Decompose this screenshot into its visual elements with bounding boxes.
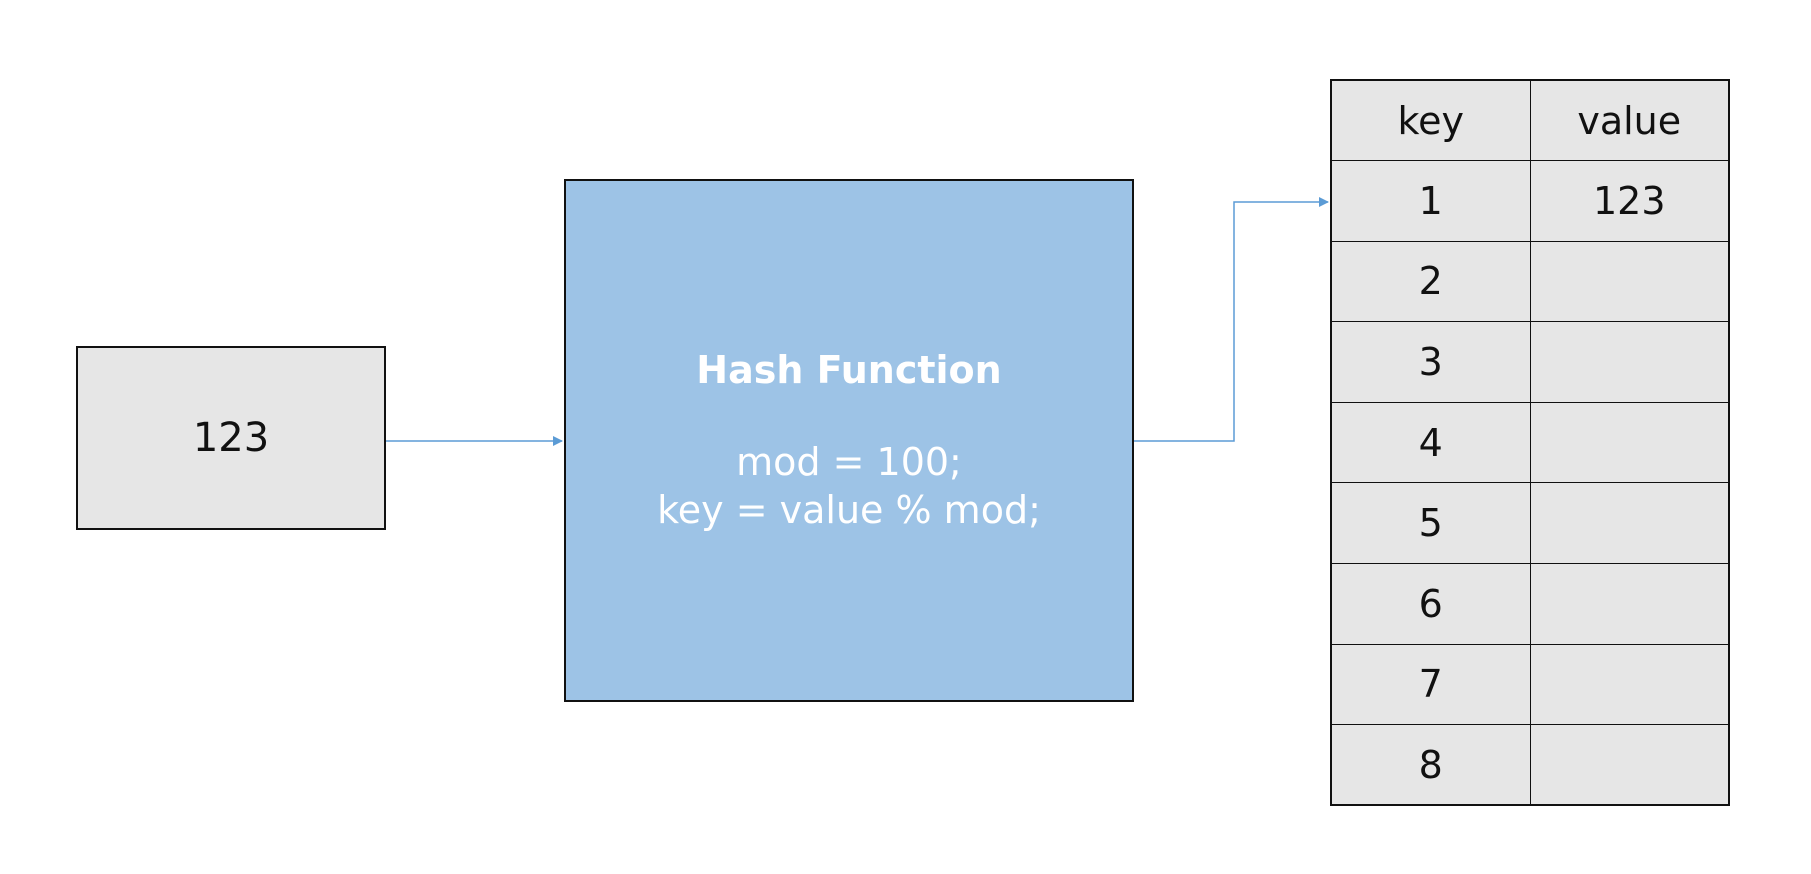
row-value (1529, 482, 1730, 565)
row-key: 3 (1330, 321, 1531, 403)
row-key: 2 (1330, 240, 1531, 323)
row-value (1529, 240, 1730, 323)
row-value: 123 (1529, 160, 1730, 242)
row-key: 4 (1330, 401, 1531, 484)
hash-code-line-mod: mod = 100; (736, 439, 962, 484)
table-row: 5 (1330, 482, 1730, 565)
row-key: 7 (1330, 643, 1531, 726)
row-key: 1 (1330, 160, 1531, 242)
input-value: 123 (192, 415, 270, 461)
row-value (1529, 724, 1730, 806)
input-value-box: 123 (76, 346, 386, 530)
row-key: 5 (1330, 482, 1531, 565)
row-value (1529, 321, 1730, 403)
row-key: 6 (1330, 563, 1531, 645)
table-row: 4 (1330, 401, 1730, 484)
header-key: key (1330, 79, 1531, 162)
hash-table-header-row: key value (1330, 79, 1730, 162)
table-row: 1 123 (1330, 160, 1730, 242)
hash-to-table-arrow (1134, 197, 1329, 442)
row-value (1529, 401, 1730, 484)
row-value (1529, 643, 1730, 726)
row-value (1529, 563, 1730, 645)
hash-function-title: Hash Function (696, 347, 1002, 392)
header-value: value (1529, 79, 1730, 162)
hash-code-line-key: key = value % mod; (657, 487, 1041, 532)
hash-function-box: Hash Function mod = 100; key = value % m… (564, 179, 1134, 702)
row-key: 8 (1330, 724, 1531, 806)
table-row: 3 (1330, 321, 1730, 403)
table-row: 7 (1330, 643, 1730, 726)
hash-table: key value 1 123 2 3 4 5 6 7 (1330, 79, 1730, 807)
table-row: 8 (1330, 724, 1730, 806)
table-row: 6 (1330, 563, 1730, 645)
table-row: 2 (1330, 240, 1730, 323)
